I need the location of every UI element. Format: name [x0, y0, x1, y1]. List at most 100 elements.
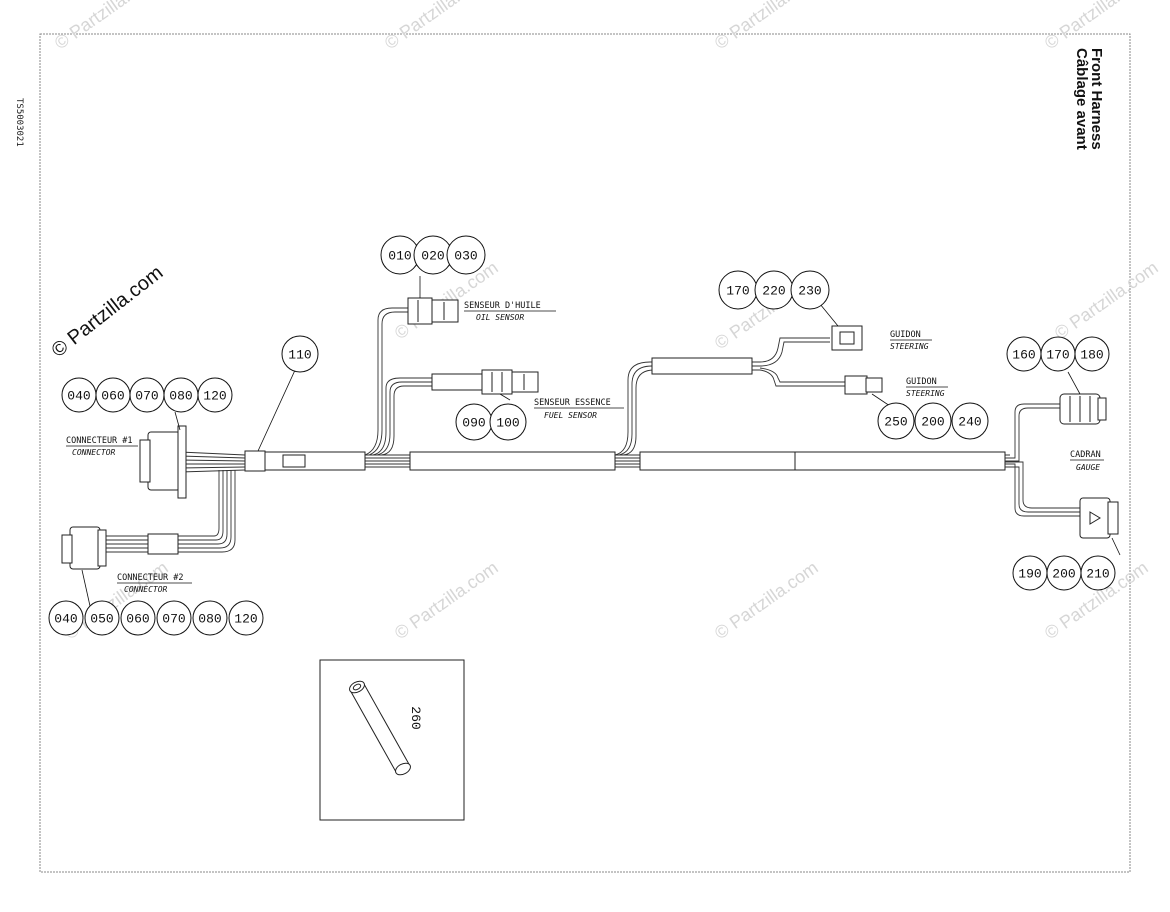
connector1-label: CONNECTEUR #1 CONNECTOR	[66, 436, 138, 457]
callout-part-number: 120	[234, 612, 257, 627]
gauge-label-en: GAUGE	[1076, 463, 1100, 472]
brand-watermark: © Partzilla.com	[48, 262, 168, 362]
callout-part-number: 070	[135, 389, 158, 404]
fuel-sensor-connector	[481, 369, 539, 395]
watermark: © Partzilla.com	[1051, 257, 1162, 343]
tube-drawing	[349, 680, 411, 776]
callout-part-number: 040	[67, 389, 90, 404]
callout-bubble	[446, 235, 486, 275]
callout-part-number: 070	[162, 612, 185, 627]
callout-group-oil: 010 020 030	[380, 235, 486, 275]
steering-label-1-en: STEERING	[890, 342, 929, 351]
gauge-connector-bottom	[1079, 497, 1119, 539]
callout-bubble	[1080, 555, 1116, 591]
callout-bubble	[84, 600, 120, 636]
callout-group-gauge_top: 160 170 180	[1006, 336, 1110, 372]
connector1-label-en: CONNECTOR	[72, 448, 116, 457]
callout-layer: 010 020 030 170 220 230 160 170 180 110 040 060 070 0…	[48, 235, 1116, 730]
watermark: © Partzilla.com	[381, 0, 492, 53]
callout-part-number: 030	[454, 249, 477, 264]
watermark: © Partzilla.com	[391, 557, 502, 643]
callout-part-number: 060	[101, 389, 124, 404]
sensor-branch	[364, 307, 480, 456]
sleeve	[639, 451, 796, 471]
connector1-body	[139, 425, 187, 499]
splice-clip	[282, 454, 306, 468]
callout-bubble	[951, 402, 989, 440]
steering-label-1-fr: GUIDON	[890, 330, 921, 340]
leader-lines	[81, 276, 1121, 721]
callout-part-number: 160	[1012, 348, 1035, 363]
callout-bubble	[489, 403, 527, 441]
callout-group-fuel: 090 100	[455, 403, 527, 441]
watermark: © Partzilla.com	[711, 557, 822, 643]
sleeve	[431, 373, 483, 391]
sleeve	[409, 451, 616, 471]
sleeve	[264, 451, 366, 471]
connector1-branch	[179, 451, 246, 473]
callout-part-number: 050	[90, 612, 113, 627]
callout-part-number: 090	[462, 416, 485, 431]
callout-part-number: 190	[1018, 567, 1041, 582]
connector2-body	[61, 526, 107, 570]
connector2-label-en: CONNECTOR	[124, 585, 168, 594]
callout-bubble	[228, 600, 264, 636]
watermark: © Partzilla.com	[51, 0, 162, 53]
callout-bubble	[281, 335, 319, 373]
sleeve	[794, 451, 1006, 471]
diagram-frame	[39, 33, 1131, 873]
watermark: © Partzilla.com	[711, 0, 822, 53]
callout-part-number: 060	[126, 612, 149, 627]
callout-part-number: 200	[921, 415, 944, 430]
callout-group-splice: 110	[281, 335, 319, 373]
steering-label-2-fr: GUIDON	[906, 377, 937, 387]
connector2-label: CONNECTEUR #2 CONNECTOR	[117, 573, 192, 594]
callout-group-tube: 260	[408, 706, 423, 729]
fuel-sensor-label: SENSEUR ESSENCE FUEL SENSOR	[534, 398, 624, 420]
callout-part-number: 020	[421, 249, 444, 264]
callout-group-gauge_bottom: 190 200 210	[1012, 555, 1116, 591]
fuel-sensor-label-fr: SENSEUR ESSENCE	[534, 398, 611, 408]
callout-part-number: 200	[1052, 567, 1075, 582]
callout-part-number: 010	[388, 249, 411, 264]
callout-part-number: 210	[1086, 567, 1109, 582]
callout-part-number: 240	[958, 415, 981, 430]
oil-sensor-label-fr: SENSEUR D'HUILE	[464, 301, 541, 311]
callout-part-number: 170	[1046, 348, 1069, 363]
connector2-branch	[105, 470, 236, 553]
gauge-branch	[1005, 403, 1080, 517]
oil-sensor-label-en: OIL SENSOR	[476, 313, 524, 322]
callout-part-number: 230	[798, 284, 821, 299]
gauge-label: CADRAN GAUGE	[1070, 450, 1104, 472]
callout-part-number: 100	[496, 416, 519, 431]
callout-bubble	[48, 600, 84, 636]
steering-label-1: GUIDON STEERING	[890, 330, 932, 351]
trunk-sleeves	[264, 451, 1006, 471]
gauge-connector-top	[1059, 393, 1107, 425]
sleeve	[651, 357, 753, 375]
callout-bubble	[120, 600, 156, 636]
oil-sensor-connector	[407, 297, 459, 325]
callout-part-number: 180	[1080, 348, 1103, 363]
callout-bubble	[877, 402, 915, 440]
callout-bubble	[156, 600, 192, 636]
splice-110	[244, 450, 266, 472]
callout-bubble	[197, 377, 233, 413]
callout-part-number: 120	[203, 389, 226, 404]
callout-part-number: 170	[726, 284, 749, 299]
steering-branch	[614, 337, 845, 456]
oil-sensor-label: SENSEUR D'HUILE OIL SENSOR	[464, 301, 556, 322]
callout-bubble	[914, 402, 952, 440]
callout-part-number: 260	[408, 706, 423, 729]
callout-part-number: 220	[762, 284, 785, 299]
steering-label-2: GUIDON STEERING	[906, 377, 948, 398]
gauge-label-fr: CADRAN	[1070, 450, 1101, 460]
connector1-label-fr: CONNECTEUR #1	[66, 436, 133, 446]
callout-bubble	[790, 270, 830, 310]
watermark: © Partzilla.com	[1041, 0, 1152, 53]
sleeve	[147, 533, 179, 555]
